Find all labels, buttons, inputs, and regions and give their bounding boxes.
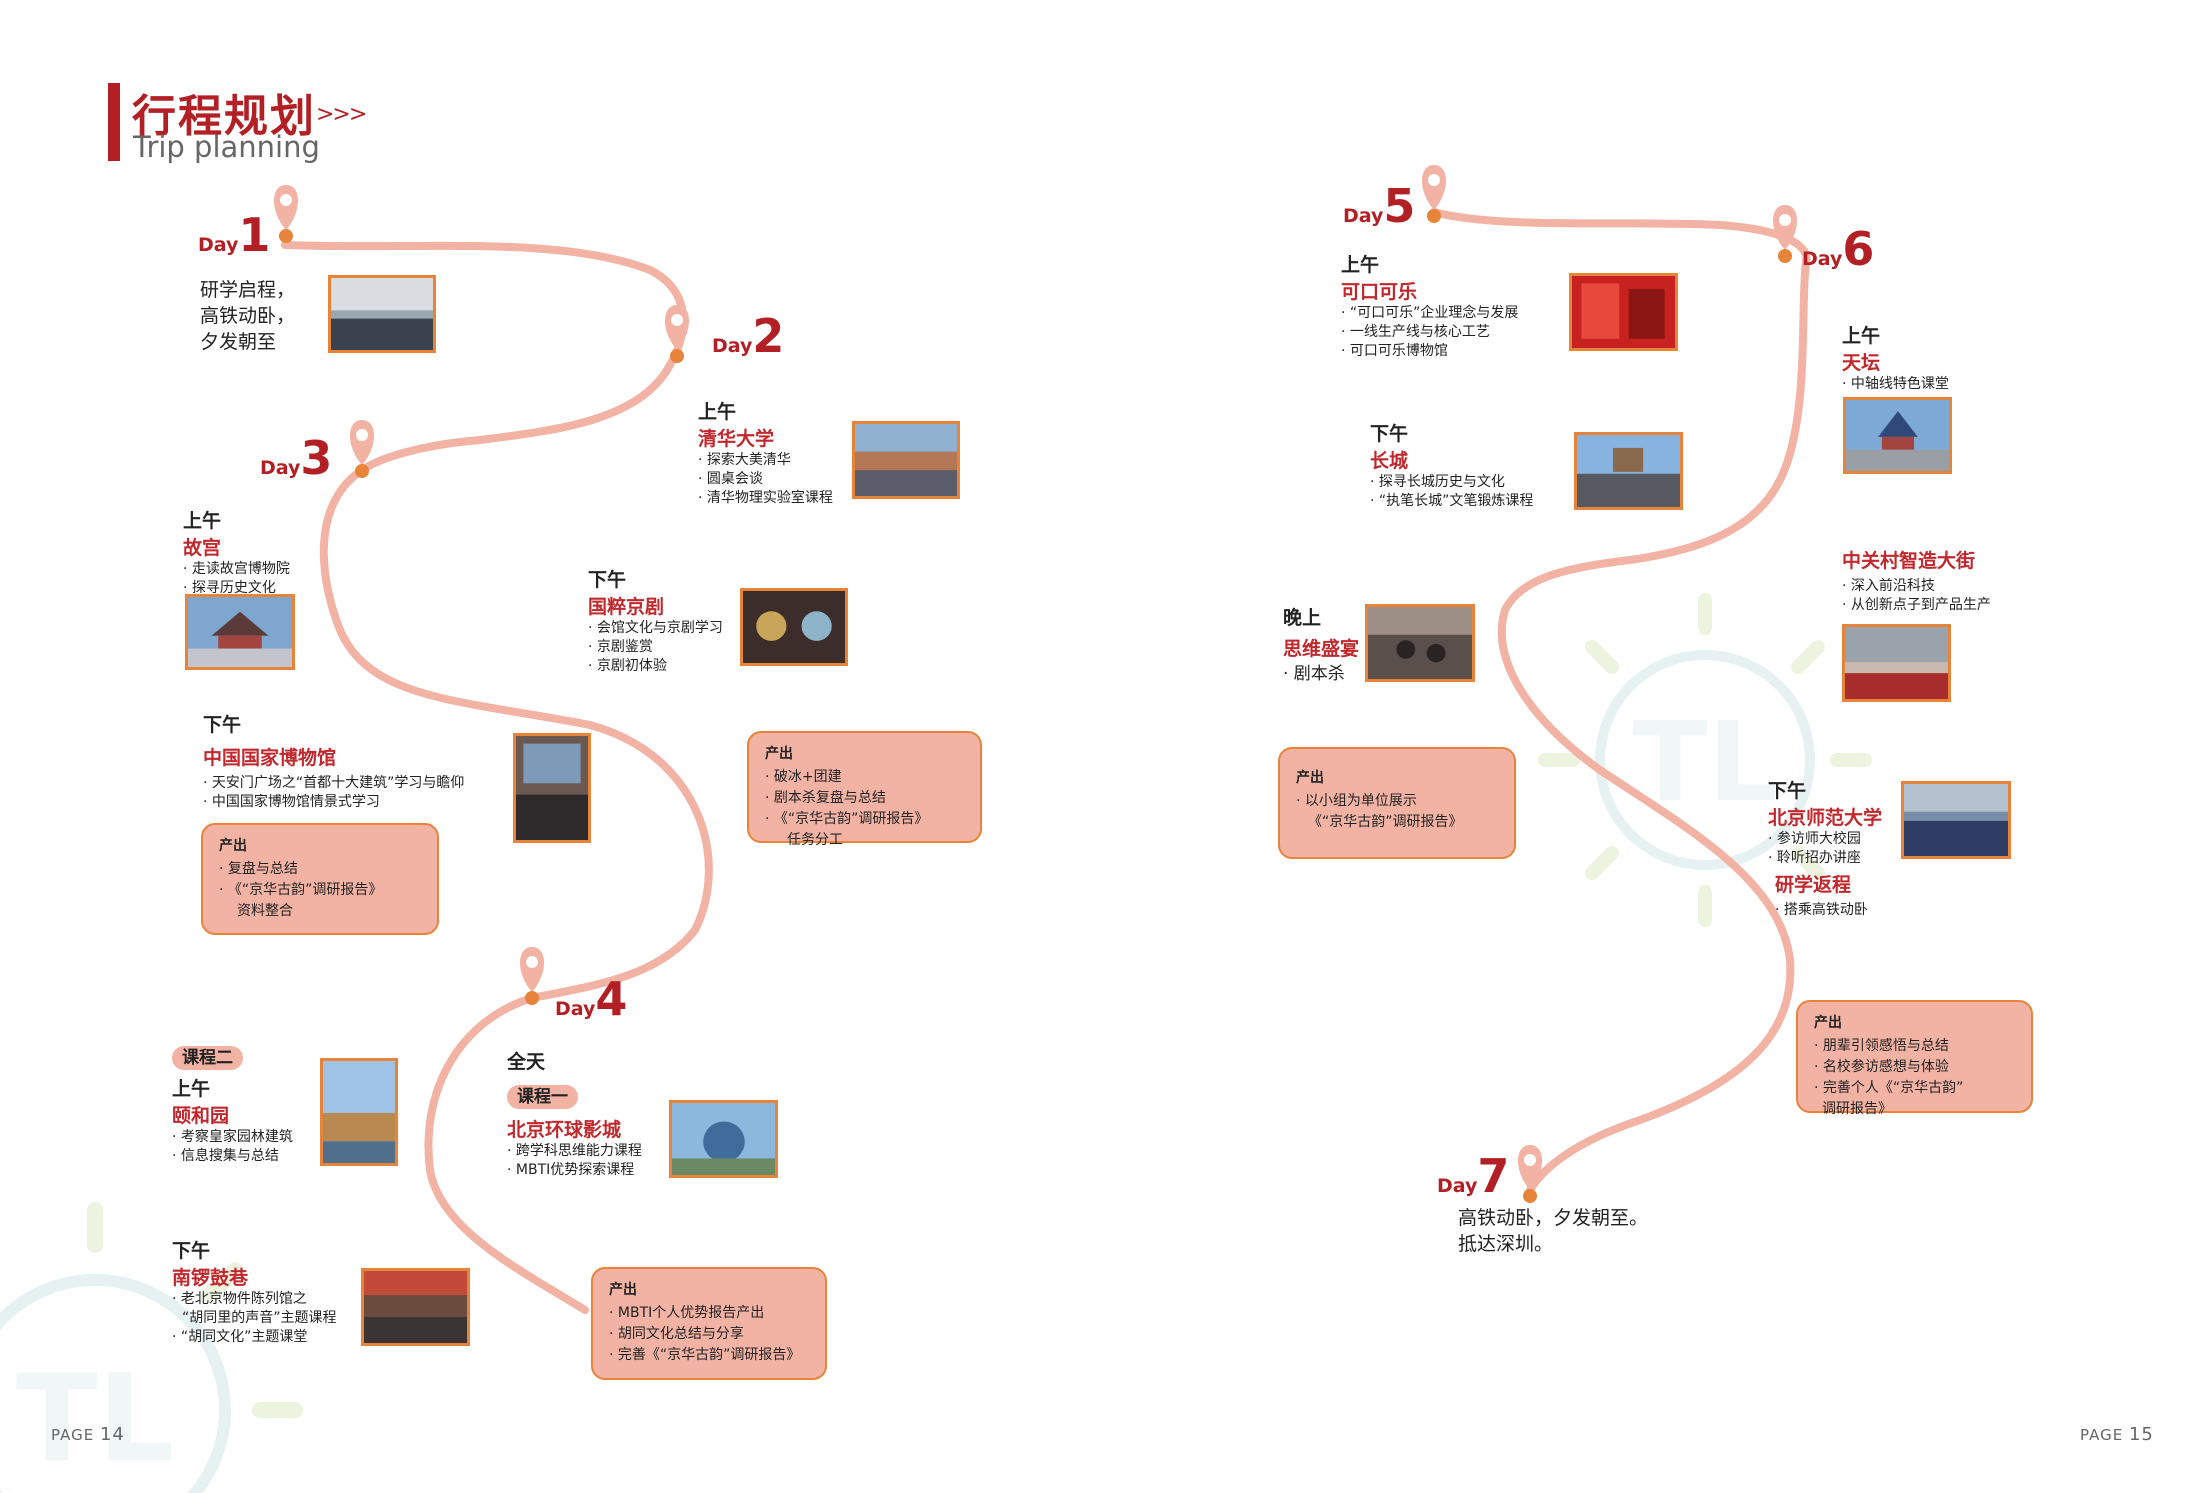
day-4-photo-universal — [669, 1100, 778, 1178]
title-arrows: >>> — [316, 102, 367, 127]
day-2-output-box: 产出 · 破冰+团建· 剧本杀复盘与总结 · 《“京华古韵”调研报告》任务分工 — [747, 731, 982, 848]
day-2-pm-list: · 会馆文化与京剧学习· 京剧鉴赏· 京剧初体验 — [588, 620, 723, 674]
day-5-eve-label: 晚上 — [1283, 607, 1322, 629]
day-5-evening: 晚上 思维盛宴 · 剧本杀 — [1283, 603, 1359, 687]
day-1-label: Day1 — [198, 208, 271, 262]
day-3-pm-list: · 天安门广场之“首都十大建筑”学习与瞻仰· 中国国家博物馆情景式学习 — [203, 775, 465, 810]
day-4-allday: 全天 课程一 北京环球影城 · 跨学科思维能力课程· MBTI优势探索课程 — [507, 1047, 642, 1180]
day-3-am-list: · 走读故宫博物院· 探寻历史文化 — [183, 561, 290, 596]
day-2-am-list: · 探索大美清华· 圆桌会谈· 清华物理实验室课程 — [698, 452, 833, 506]
map-pins — [274, 165, 1797, 1203]
day-4-photo-hutong — [361, 1268, 470, 1346]
day-6-am-list: · 中轴线特色课堂 — [1842, 376, 1949, 392]
day-1-text: 研学启程，高铁动卧，夕发朝至 — [200, 279, 296, 353]
day-3-output-box: 产出 · 复盘与总结· 《“京华古韵”调研报告》 资料整合 — [201, 823, 439, 935]
day-6-am-place: 天坛 — [1842, 352, 1881, 374]
day-3-morning: 上午 故宫 · 走读故宫博物院· 探寻历史文化 — [183, 506, 290, 598]
day-4-output-box: 产出 · MBTI个人优势报告产出· 胡同文化总结与分享 · 完善《“京华古韵”… — [591, 1267, 827, 1380]
day-6-zgc-list: · 深入前沿科技· 从创新点子到产品生产 — [1842, 578, 1991, 613]
day-5-afternoon: 下午 长城 · 探寻长城历史与文化· “执笔长城”文笔锻炼课程 — [1370, 419, 1533, 511]
day-5-eve-list: · 剧本杀 — [1283, 664, 1345, 684]
day-2-afternoon: 下午 国粹京剧 · 会馆文化与京剧学习· 京剧鉴赏· 京剧初体验 — [588, 565, 723, 676]
day-6-photo-zhongguancun — [1842, 624, 1951, 702]
day-5-eve-place: 思维盛宴 — [1283, 638, 1360, 660]
day-3-photo-palace — [185, 594, 295, 670]
day-2-pm-place: 国粹京剧 — [588, 596, 665, 618]
day-4-pm-list: · 老北京物件陈列馆之“胡同里的声音”主题课程· “胡同文化”主题课堂 — [172, 1291, 337, 1345]
day-2-photo-tsinghua — [852, 421, 960, 499]
day-5-am-label: 上午 — [1341, 254, 1380, 276]
day-5-am-list: · “可口可乐”企业理念与发展· 一线生产线与核心工艺· 可口可乐博物馆 — [1341, 305, 1519, 359]
day-5-morning: 上午 可口可乐 · “可口可乐”企业理念与发展· 一线生产线与核心工艺· 可口可… — [1341, 250, 1518, 361]
day-6-morning: 上午 天坛 · 中轴线特色课堂 — [1842, 321, 1949, 394]
day-2-am-label: 上午 — [698, 401, 737, 423]
day-4-label: Day4 — [555, 972, 628, 1026]
day-7-text: 高铁动卧，夕发朝至。抵达深圳。 — [1458, 1207, 1649, 1255]
watermark-text-left: TL — [16, 1350, 174, 1489]
day-7-label: Day7 — [1437, 1149, 1510, 1203]
day-3-am-label: 上午 — [183, 510, 222, 532]
page-number-right: PAGE 15 — [2080, 1424, 2154, 1445]
day-6-photo-bnu — [1901, 781, 2011, 859]
day-3-pm-place: 中国国家博物馆 — [203, 747, 337, 769]
day-6-pm-label: 下午 — [1768, 780, 1807, 802]
day-6-label: Day6 — [1802, 222, 1875, 276]
day-4-afternoon: 下午 南锣鼓巷 · 老北京物件陈列馆之“胡同里的声音”主题课程· “胡同文化”主… — [172, 1236, 337, 1347]
course-one-tag: 课程一 — [507, 1085, 578, 1109]
day-5-pm-label: 下午 — [1370, 423, 1409, 445]
day-5-photo-coca-cola — [1569, 273, 1678, 351]
day-5-photo-great-wall — [1574, 432, 1683, 510]
day-5-pm-place: 长城 — [1370, 450, 1409, 472]
day-4-pm-place: 南锣鼓巷 — [172, 1267, 249, 1289]
day-6-zgc-place: 中关村智造大街 — [1842, 550, 1976, 572]
day-2-pm-label: 下午 — [588, 569, 627, 591]
day-4-allday-label: 全天 — [507, 1051, 546, 1073]
course-two-tag: 课程二 — [172, 1046, 243, 1070]
day-4-am-list: · 考察皇家园林建筑· 信息搜集与总结 — [172, 1129, 293, 1164]
day-4-am-label: 上午 — [172, 1078, 211, 1100]
page-number-left: PAGE 14 — [51, 1424, 125, 1445]
day-3-label: Day3 — [260, 431, 333, 485]
day-4-am-place: 颐和园 — [172, 1105, 230, 1127]
day-5-pm-list: · 探寻长城历史与文化· “执笔长城”文笔锻炼课程 — [1370, 474, 1534, 509]
day-6-photo-temple-of-heaven — [1843, 397, 1952, 474]
day-5-photo-script-game — [1365, 604, 1475, 682]
day-5-output-box: 产出 · 以小组为单位展示 《“京华古韵”调研报告》 — [1278, 747, 1516, 859]
day-3-pm-label: 下午 — [203, 714, 242, 736]
day-6-am-label: 上午 — [1842, 325, 1881, 347]
day-2-morning: 上午 清华大学 · 探索大美清华· 圆桌会谈· 清华物理实验室课程 — [698, 397, 833, 508]
day-6-return: 研学返程 · 搭乘高铁动卧 — [1775, 870, 1868, 920]
day-3-am-place: 故宫 — [183, 537, 222, 559]
day-2-label: Day2 — [712, 309, 785, 363]
day-2-am-place: 清华大学 — [698, 428, 775, 450]
day-4-allday-place: 北京环球影城 — [507, 1119, 622, 1141]
day-2-photo-opera — [740, 588, 848, 666]
day-4-course-two: 课程二 上午 颐和园 · 考察皇家园林建筑· 信息搜集与总结 — [172, 1043, 293, 1166]
day-6-return-place: 研学返程 — [1775, 874, 1852, 896]
day-5-label: Day5 — [1343, 179, 1416, 233]
page-subtitle: Trip planning — [133, 130, 320, 164]
day-5-am-place: 可口可乐 — [1341, 281, 1418, 303]
day-6-pm-place: 北京师范大学 — [1768, 807, 1883, 829]
page-title: 行程规划 — [132, 91, 316, 142]
day-6-return-list: · 搭乘高铁动卧 — [1775, 902, 1868, 918]
day-6-output-box: 产出 · 朋辈引领感悟与总结· 名校参访感想与体验 · 完善个人《“京华古韵”调… — [1796, 1000, 2033, 1117]
watermark-sun-left: TL — [0, 1202, 303, 1493]
day-4-allday-list: · 跨学科思维能力课程· MBTI优势探索课程 — [507, 1143, 642, 1178]
title-accent-bar — [108, 83, 120, 161]
day-3-afternoon: 下午 中国国家博物馆 · 天安门广场之“首都十大建筑”学习与瞻仰· 中国国家博物… — [203, 710, 464, 812]
day-6-pm-list: · 参访师大校园· 聆听招办讲座 — [1768, 831, 1861, 866]
day-4-photo-summer-palace — [320, 1058, 398, 1166]
day-3-photo-museum — [513, 733, 591, 843]
day-6-zhongguancun: 中关村智造大街 · 深入前沿科技· 从创新点子到产品生产 — [1842, 546, 1991, 615]
day-1-photo-station — [328, 275, 436, 353]
day-4-pm-label: 下午 — [172, 1240, 211, 1262]
day-6-afternoon: 下午 北京师范大学 · 参访师大校园· 聆听招办讲座 — [1768, 776, 1882, 868]
